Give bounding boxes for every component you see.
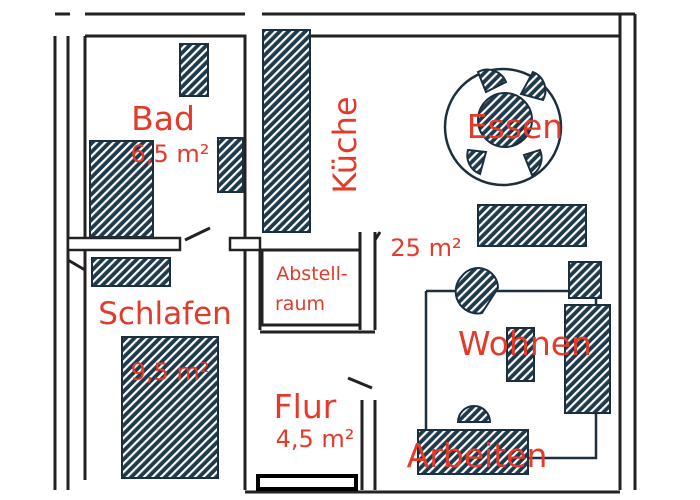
entrance-door [256, 474, 358, 491]
room-area-bad: 6,5 m² [131, 140, 210, 168]
room-area-flur: 4,5 m² [276, 425, 355, 453]
chair [476, 68, 508, 94]
bad-toilet [217, 137, 244, 193]
furniture [89, 29, 611, 479]
wardrobe [91, 257, 171, 287]
bad-sink [179, 43, 209, 97]
bed [121, 336, 219, 479]
room-label-essen: Essen [467, 107, 563, 146]
room-label-bad: Bad [131, 99, 195, 138]
desk [417, 429, 529, 475]
bathtub [89, 140, 154, 238]
room-label-arbeiten: Arbeiten [407, 436, 548, 475]
chair [522, 148, 543, 177]
room-label-wohnen: Wohnen [458, 324, 592, 363]
dining-table [477, 92, 533, 148]
sofa [564, 304, 611, 414]
room-area-schlafen: 9,5 m² [131, 358, 210, 386]
kitchen-counter [262, 29, 311, 233]
desk-chair [456, 405, 492, 423]
coffee-table [506, 327, 535, 382]
room-label-kueche: Küche [326, 96, 364, 193]
dining-area-outline [443, 67, 563, 187]
chair [466, 148, 488, 176]
room-area-wohnbereich: 25 m² [390, 234, 461, 262]
room-label-abstellraum-1: Abstell- [276, 263, 348, 285]
room-label-schlafen: Schlafen [98, 296, 232, 332]
sideboard [477, 204, 587, 247]
room-label-abstellraum-2: raum [275, 293, 325, 315]
chair [519, 70, 547, 102]
side-table [568, 261, 602, 299]
armchair [454, 267, 500, 315]
room-label-flur: Flur [274, 387, 337, 426]
